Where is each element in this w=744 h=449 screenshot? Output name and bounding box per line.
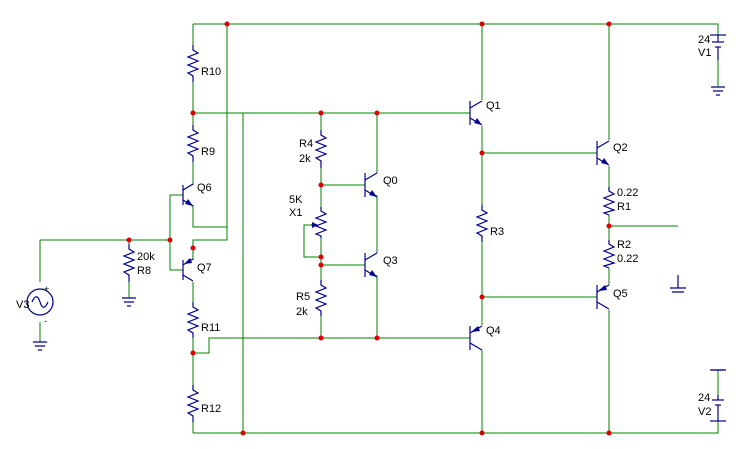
transistor-Q3-label: Q3 xyxy=(383,255,398,267)
ground-icon xyxy=(670,275,686,293)
transistor-Q1-label: Q1 xyxy=(486,100,501,112)
battery-V1-label: V1 xyxy=(698,47,711,59)
resistor-R8[interactable]: 20k R8 xyxy=(122,244,155,282)
battery-V1-value: 24 xyxy=(698,34,710,46)
junction-dots xyxy=(126,21,612,436)
resistor-R3[interactable]: R3 xyxy=(475,205,504,242)
transistor-Q3[interactable]: Q3 xyxy=(364,252,398,278)
resistor-R2-value: 0.22 xyxy=(617,253,638,265)
transistor-Q6[interactable]: Q6 xyxy=(182,182,212,207)
resistor-R4-label: R4 xyxy=(299,138,313,150)
resistor-R5-value: 2k xyxy=(296,306,308,318)
transistor-Q6-label: Q6 xyxy=(197,182,212,194)
potentiometer-X1[interactable]: 5K X1 xyxy=(289,194,328,238)
ground-icon xyxy=(33,341,47,351)
voltage-source-V3-minus: - xyxy=(44,316,47,326)
resistor-R11[interactable]: R11 xyxy=(186,302,220,338)
resistor-R8-label: R8 xyxy=(137,265,151,277)
transistor-Q0-label: Q0 xyxy=(383,175,398,187)
transistor-Q2-label: Q2 xyxy=(613,142,628,154)
transistor-Q1[interactable]: Q1 xyxy=(469,100,501,126)
resistor-R9-label: R9 xyxy=(201,146,215,158)
transistor-Q0[interactable]: Q0 xyxy=(364,172,398,198)
voltage-source-V3-label: V3 xyxy=(16,299,29,311)
transistor-Q7[interactable]: Q7 xyxy=(182,258,212,282)
resistor-R1[interactable]: 0.22 R1 xyxy=(602,187,638,216)
resistor-R8-value: 20k xyxy=(137,251,155,263)
resistor-R4[interactable]: R4 2k xyxy=(299,130,328,168)
resistor-R5-label: R5 xyxy=(296,291,310,303)
resistor-R4-value: 2k xyxy=(299,153,311,165)
resistor-R1-value: 0.22 xyxy=(617,187,638,199)
transistor-Q4[interactable]: Q4 xyxy=(469,325,501,351)
resistor-R2-label: R2 xyxy=(617,239,631,251)
transistor-Q4-label: Q4 xyxy=(486,325,501,337)
resistor-R5[interactable]: R5 2k xyxy=(296,280,328,318)
potentiometer-X1-value: 5K xyxy=(289,194,303,206)
transistor-Q7-label: Q7 xyxy=(197,262,212,274)
ground-icon xyxy=(122,297,136,307)
resistor-R10[interactable]: R10 xyxy=(186,45,221,82)
resistor-R12-label: R12 xyxy=(201,403,221,415)
resistor-R3-label: R3 xyxy=(490,226,504,238)
resistor-R1-label: R1 xyxy=(617,201,631,213)
resistor-R9[interactable]: R9 xyxy=(186,125,215,162)
voltage-source-V3-plus: + xyxy=(44,284,49,294)
resistor-R2[interactable]: R2 0.22 xyxy=(602,239,638,269)
voltage-source-V3[interactable]: V3 + - xyxy=(16,284,54,326)
transistor-Q2[interactable]: Q2 xyxy=(596,140,628,166)
wires xyxy=(39,23,719,434)
battery-V1[interactable]: 24 V1 xyxy=(698,34,726,60)
resistor-R12[interactable]: R12 xyxy=(186,385,221,422)
resistor-R11-label: R11 xyxy=(201,322,220,334)
ground-icon xyxy=(711,86,725,96)
transistor-Q5[interactable]: Q5 xyxy=(596,284,628,310)
battery-V2[interactable]: 24 V2 xyxy=(698,369,726,422)
battery-V2-label: V2 xyxy=(698,406,711,418)
resistor-R10-label: R10 xyxy=(201,66,221,78)
transistor-Q5-label: Q5 xyxy=(613,288,628,300)
battery-V2-value: 24 xyxy=(698,392,710,404)
potentiometer-X1-label: X1 xyxy=(289,207,302,219)
